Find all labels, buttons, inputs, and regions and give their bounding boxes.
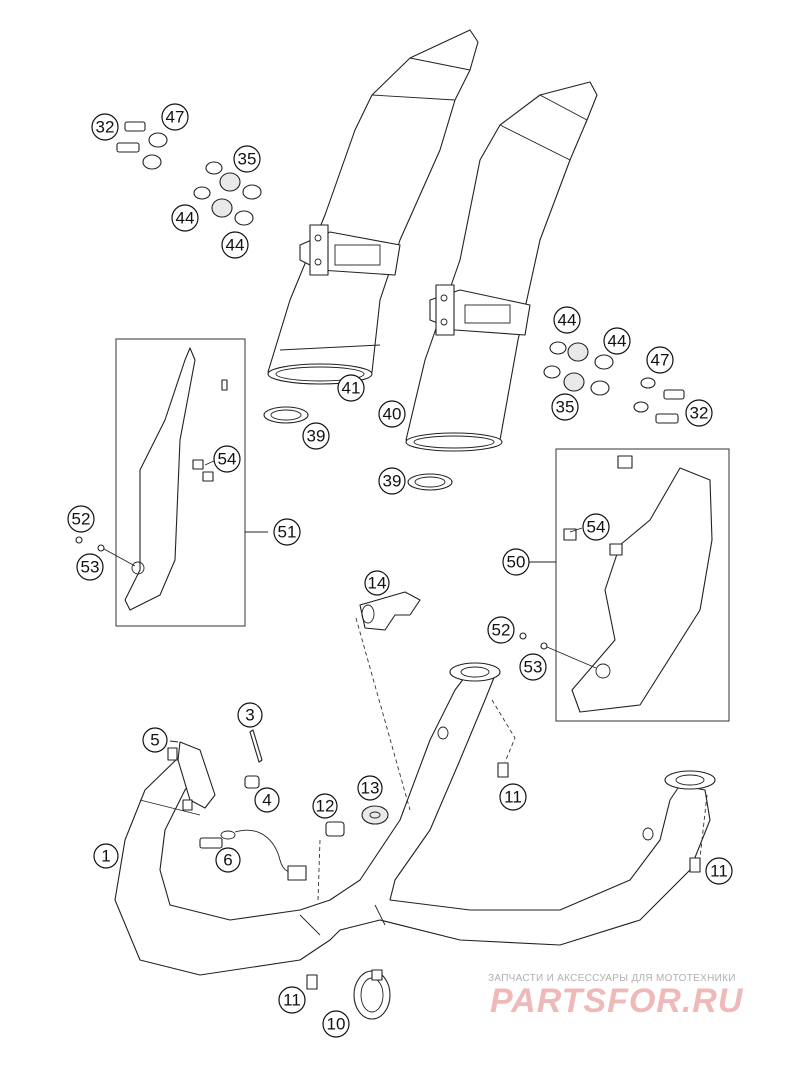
watermark-tagline: ЗАПЧАСТИ И АКСЕССУАРЫ ДЛЯ МОТОТЕХНИКИ <box>488 973 736 984</box>
heat-shield-51 <box>124 347 196 611</box>
svg-text:44: 44 <box>226 236 245 255</box>
callout-32-a: 32 <box>91 113 119 141</box>
svg-text:51: 51 <box>278 523 297 542</box>
svg-text:44: 44 <box>558 311 577 330</box>
hardware-group-right <box>543 341 685 424</box>
heat-shield-50 <box>571 467 713 713</box>
muffler-right <box>405 81 598 452</box>
svg-text:52: 52 <box>72 510 91 529</box>
bolt-11-a <box>306 974 318 990</box>
gasket-4 <box>244 775 260 789</box>
heat-shield-51-frame <box>115 338 246 627</box>
svg-text:44: 44 <box>608 332 627 351</box>
callout-50: 50 <box>502 548 530 576</box>
header-flange <box>177 741 216 809</box>
callout-52-a: 52 <box>67 505 95 533</box>
callout-44-c: 44 <box>553 306 581 334</box>
callout-5: 5 <box>142 727 168 753</box>
svg-text:54: 54 <box>587 518 606 537</box>
svg-text:53: 53 <box>81 558 100 577</box>
header-pipe <box>114 662 716 976</box>
watermark-logo: PARTSFOR.RU <box>490 982 744 1020</box>
svg-text:47: 47 <box>166 108 185 127</box>
svg-text:41: 41 <box>342 379 361 398</box>
callout-47-a: 47 <box>161 103 189 131</box>
callout-11-b: 11 <box>499 783 527 811</box>
callout-53-a: 53 <box>76 553 104 581</box>
heat-shield-50-frame <box>555 448 730 722</box>
callout-35-b: 35 <box>551 393 579 421</box>
callout-14: 14 <box>364 570 390 596</box>
plug-12 <box>325 821 345 837</box>
callout-44-b: 44 <box>221 231 249 259</box>
clamp-14 <box>359 591 421 631</box>
svg-text:47: 47 <box>651 351 670 370</box>
gasket-ring-left <box>263 406 309 424</box>
callout-47-b: 47 <box>646 346 674 374</box>
callout-54-b: 54 <box>582 513 610 541</box>
svg-text:11: 11 <box>283 991 301 1010</box>
svg-text:11: 11 <box>710 862 728 881</box>
svg-text:54: 54 <box>218 450 237 469</box>
svg-text:32: 32 <box>690 404 709 423</box>
callout-10: 10 <box>322 1010 350 1038</box>
callout-41: 41 <box>337 374 365 402</box>
svg-text:50: 50 <box>507 553 526 572</box>
callout-11-a: 11 <box>278 986 306 1014</box>
callout-12: 12 <box>312 793 338 819</box>
callout-4: 4 <box>254 787 280 813</box>
svg-text:44: 44 <box>176 209 195 228</box>
callout-44-a: 44 <box>171 204 199 232</box>
bolt-11-b <box>497 762 509 778</box>
callout-40: 40 <box>378 400 406 428</box>
nut-13 <box>361 805 389 825</box>
svg-text:35: 35 <box>238 150 257 169</box>
svg-text:10: 10 <box>327 1015 346 1034</box>
svg-text:32: 32 <box>96 118 115 137</box>
svg-text:3: 3 <box>245 706 254 725</box>
gasket-ring-right <box>407 473 453 491</box>
svg-text:35: 35 <box>556 398 575 417</box>
callout-32-b: 32 <box>685 399 713 427</box>
svg-text:6: 6 <box>223 851 232 870</box>
svg-text:1: 1 <box>101 847 110 866</box>
callout-54-a: 54 <box>213 445 241 473</box>
svg-text:14: 14 <box>368 574 387 593</box>
callout-44-d: 44 <box>603 327 631 355</box>
svg-text:39: 39 <box>307 427 326 446</box>
callout-53-b: 53 <box>519 653 547 681</box>
clamp-10 <box>353 969 391 1020</box>
svg-text:39: 39 <box>383 472 402 491</box>
callout-13: 13 <box>357 775 383 801</box>
callout-11-c: 11 <box>705 857 733 885</box>
hardware-group-top-left <box>116 121 262 226</box>
callout-52-b: 52 <box>487 616 515 644</box>
svg-text:52: 52 <box>492 621 511 640</box>
callout-3: 3 <box>237 702 263 728</box>
svg-text:13: 13 <box>361 779 380 798</box>
bolt-11-c <box>689 857 701 873</box>
lambda-sensor <box>199 829 307 881</box>
callout-51: 51 <box>273 518 301 546</box>
callout-35-a: 35 <box>233 145 261 173</box>
svg-text:53: 53 <box>524 658 543 677</box>
svg-text:12: 12 <box>316 797 335 816</box>
callout-6: 6 <box>215 847 241 873</box>
svg-text:11: 11 <box>504 788 522 807</box>
muffler-left-bracket <box>299 224 401 276</box>
callout-39-b: 39 <box>378 467 406 495</box>
callout-1: 1 <box>93 843 119 869</box>
svg-text:40: 40 <box>383 405 402 424</box>
callout-39-a: 39 <box>302 422 330 450</box>
pin-3 <box>249 729 263 763</box>
svg-text:4: 4 <box>262 791 271 810</box>
muffler-right-bracket <box>429 284 531 336</box>
svg-text:5: 5 <box>150 731 159 750</box>
